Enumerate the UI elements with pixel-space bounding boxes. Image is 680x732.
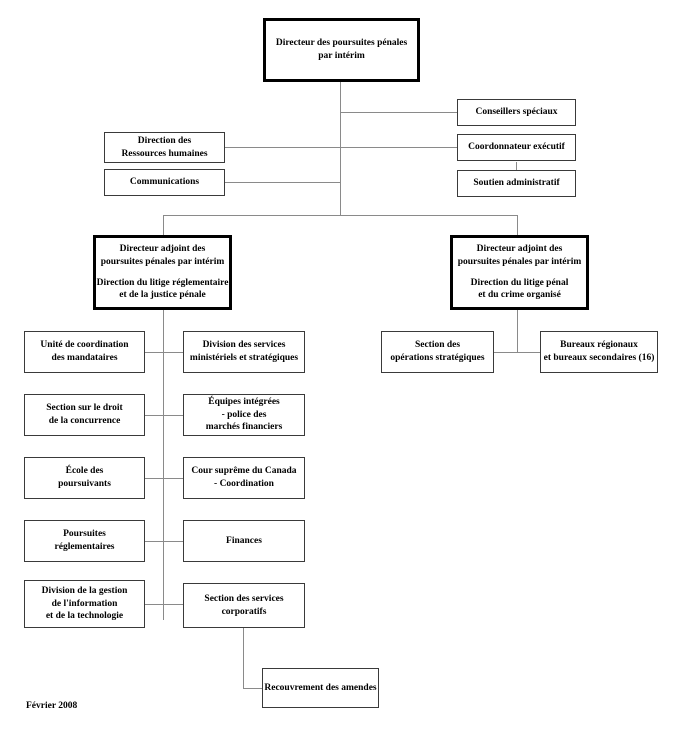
node-deputy-director-right[interactable]: Directeur adjoint des poursuites pénales… <box>450 235 589 310</box>
connector-left-rung-4 <box>145 541 183 542</box>
node-prosecutors-school-line1: École des <box>65 466 104 477</box>
node-executive-coordinator[interactable]: Coordonnateur exécutif <box>457 134 576 161</box>
node-executive-coordinator-line1: Coordonnateur exécutif <box>468 142 565 153</box>
node-integrated-teams-line1: Équipes intégrées <box>208 396 280 407</box>
node-regional-offices-line1: Bureaux régionaux <box>560 340 638 351</box>
connector-special-advisors <box>340 112 457 113</box>
node-deputy-left-b2-line2: et de la justice pénale <box>119 290 206 301</box>
connector-left-rung-5 <box>145 604 183 605</box>
node-deputy-left-b2-line1: Direction du litige réglementaire <box>96 277 229 288</box>
node-ministerial-services-line1: Division des services <box>202 340 286 351</box>
node-regulatory-prosecutions[interactable]: Poursuites réglementaires <box>24 520 145 562</box>
node-administrative-support[interactable]: Soutien administratif <box>457 170 576 197</box>
node-mandataries-unit[interactable]: Unité de coordination des mandataires <box>24 331 145 373</box>
node-ministerial-services[interactable]: Division des services ministériels et st… <box>183 331 305 373</box>
connector-deputy-left-drop <box>163 215 164 235</box>
node-deputy-left-block1: Directeur adjoint des poursuites pénales… <box>101 243 225 269</box>
node-strategic-operations[interactable]: Section des opérations stratégiques <box>381 331 494 373</box>
node-corporate-services-line1: Section des services <box>204 593 284 604</box>
connector-right-spine <box>517 310 518 352</box>
node-director[interactable]: Directeur des poursuites pénales par int… <box>263 18 420 82</box>
connector-corporate-to-fines-vertical <box>243 628 244 688</box>
node-fine-recovery-line1: Recouvrement des amendes <box>264 682 377 693</box>
connector-left-spine <box>163 310 164 620</box>
node-deputy-right-block2: Direction du litige pénal et du crime or… <box>471 277 569 303</box>
node-deputy-left-block2: Direction du litige réglementaire et de … <box>97 277 229 303</box>
connector-left-rung-3 <box>145 478 183 479</box>
connector-admin-support <box>516 162 517 171</box>
node-information-management-line2: de l'information <box>51 598 118 609</box>
node-administrative-support-line1: Soutien administratif <box>473 178 560 189</box>
node-deputy-right-b1-line1: Directeur adjoint des <box>476 243 563 254</box>
node-deputy-right-block1: Directeur adjoint des poursuites pénales… <box>458 243 582 269</box>
connector-corporate-to-fines-horizontal <box>243 688 262 689</box>
node-competition-law-line1: Section sur le droit <box>46 403 123 414</box>
node-director-line2: par intérim <box>318 51 365 61</box>
node-information-management[interactable]: Division de la gestion de l'information … <box>24 580 145 628</box>
connector-executive-coordinator <box>225 147 457 148</box>
node-human-resources[interactable]: Direction des Ressources humaines <box>104 132 225 163</box>
node-regional-offices-line2: et bureaux secondaires (16) <box>543 353 655 363</box>
node-mandataries-unit-line2: des mandataires <box>51 353 118 363</box>
node-integrated-teams[interactable]: Équipes intégrées - police des marchés f… <box>183 394 305 436</box>
node-integrated-teams-line2: - police des <box>221 409 267 420</box>
node-strategic-operations-line2: opérations stratégiques <box>390 353 485 363</box>
node-supreme-court[interactable]: Cour suprême du Canada - Coordination <box>183 457 305 499</box>
node-strategic-operations-line1: Section des <box>414 340 461 351</box>
node-communications-line1: Communications <box>129 177 200 188</box>
node-deputy-right-b2-line1: Direction du litige pénal <box>470 277 569 288</box>
connector-left-rung-1 <box>145 352 183 353</box>
node-director-line1: Directeur des poursuites pénales <box>275 38 408 49</box>
node-information-management-line3: et de la technologie <box>45 611 124 622</box>
node-mandataries-unit-line1: Unité de coordination <box>40 340 129 351</box>
node-deputy-left-b1-line2: poursuites pénales par intérim <box>100 256 225 267</box>
node-special-advisors[interactable]: Conseillers spéciaux <box>457 99 576 126</box>
node-communications[interactable]: Communications <box>104 169 225 196</box>
footer-date: Février 2008 <box>26 701 78 711</box>
node-regional-offices[interactable]: Bureaux régionaux et bureaux secondaires… <box>540 331 658 373</box>
node-prosecutors-school[interactable]: École des poursuivants <box>24 457 145 499</box>
node-fine-recovery[interactable]: Recouvrement des amendes <box>262 668 379 708</box>
node-human-resources-line2: Ressources humaines <box>121 148 208 159</box>
connector-communications <box>225 182 341 183</box>
node-corporate-services-line2: corporatifs <box>221 606 267 617</box>
connector-director-trunk <box>340 82 341 215</box>
node-integrated-teams-line3: marchés financiers <box>205 422 283 433</box>
node-competition-law-line2: de la concurrence <box>48 416 121 426</box>
node-deputy-right-b1-line2: poursuites pénales par intérim <box>457 256 582 267</box>
node-information-management-line1: Division de la gestion <box>41 585 128 596</box>
connector-right-rung <box>494 352 540 353</box>
node-finances-line1: Finances <box>226 535 262 546</box>
node-supreme-court-line2: - Coordination <box>214 479 274 489</box>
node-special-advisors-line1: Conseillers spéciaux <box>475 107 558 118</box>
node-human-resources-line1: Direction des <box>137 135 192 146</box>
node-prosecutors-school-line2: poursuivants <box>58 479 111 489</box>
node-regulatory-prosecutions-line2: réglementaires <box>54 542 115 552</box>
node-deputy-right-b2-line2: et du crime organisé <box>478 290 561 301</box>
connector-left-rung-2 <box>145 415 183 416</box>
connector-deputy-bus <box>163 215 518 216</box>
node-corporate-services[interactable]: Section des services corporatifs <box>183 583 305 628</box>
node-deputy-director-left[interactable]: Directeur adjoint des poursuites pénales… <box>93 235 232 310</box>
node-competition-law[interactable]: Section sur le droit de la concurrence <box>24 394 145 436</box>
node-supreme-court-line1: Cour suprême du Canada <box>191 466 297 477</box>
connector-deputy-right-drop <box>517 215 518 235</box>
node-finances[interactable]: Finances <box>183 520 305 562</box>
node-deputy-left-b1-line1: Directeur adjoint des <box>119 243 206 254</box>
node-ministerial-services-line2: ministériels et stratégiques <box>189 353 299 363</box>
node-regulatory-prosecutions-line1: Poursuites <box>63 529 106 540</box>
